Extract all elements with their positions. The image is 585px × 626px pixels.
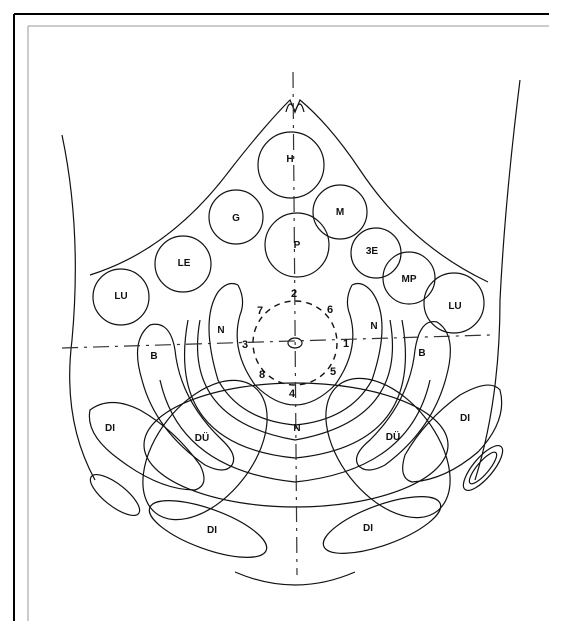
label-le: LE [178, 258, 191, 269]
point-3: 3 [242, 339, 248, 351]
label-di-left-upper: DI [105, 423, 115, 434]
label-n-right: N [370, 321, 377, 332]
label-g: G [232, 213, 240, 224]
label-lu-right: LU [448, 301, 461, 312]
label-m: M [336, 207, 344, 218]
point-6: 6 [327, 304, 333, 316]
point-1: 1 [343, 338, 349, 350]
vertical-midline [293, 72, 297, 575]
label-di-right-lower: DI [363, 523, 373, 534]
point-4: 4 [289, 388, 296, 400]
point-5: 5 [330, 366, 336, 378]
zone-b-left-lobe [138, 324, 234, 470]
label-b-left: B [150, 351, 157, 362]
zone-di-right-lower [317, 485, 447, 565]
label-lu-left: LU [114, 291, 127, 302]
label-di-left-lower: DI [207, 525, 217, 536]
label-di-right-upper: DI [460, 413, 470, 424]
sternum-notch [286, 104, 304, 112]
point-8: 8 [259, 369, 265, 381]
label-du-right: DÜ [386, 430, 400, 443]
label-p: P [294, 240, 301, 251]
zone-h-circle [258, 132, 324, 198]
label-n-left: N [217, 325, 224, 336]
zone-du-right-ellipse [301, 355, 475, 540]
horizontal-midline [62, 335, 490, 348]
label-mp: MP [402, 274, 417, 285]
point-7: 7 [257, 305, 263, 317]
label-n-center: N [293, 423, 300, 434]
hip-oval-left [85, 468, 146, 522]
label-b-right: B [418, 348, 425, 359]
body-outline-bottom [235, 572, 355, 585]
point-2: 2 [291, 288, 297, 300]
body-outline-right [475, 80, 520, 480]
label-3e: 3E [366, 246, 379, 257]
rib-arch [90, 100, 488, 282]
label-h: H [286, 154, 293, 165]
body-outline-left [62, 135, 95, 480]
label-du-left: DÜ [195, 431, 209, 444]
hip-oval-right [457, 440, 508, 496]
